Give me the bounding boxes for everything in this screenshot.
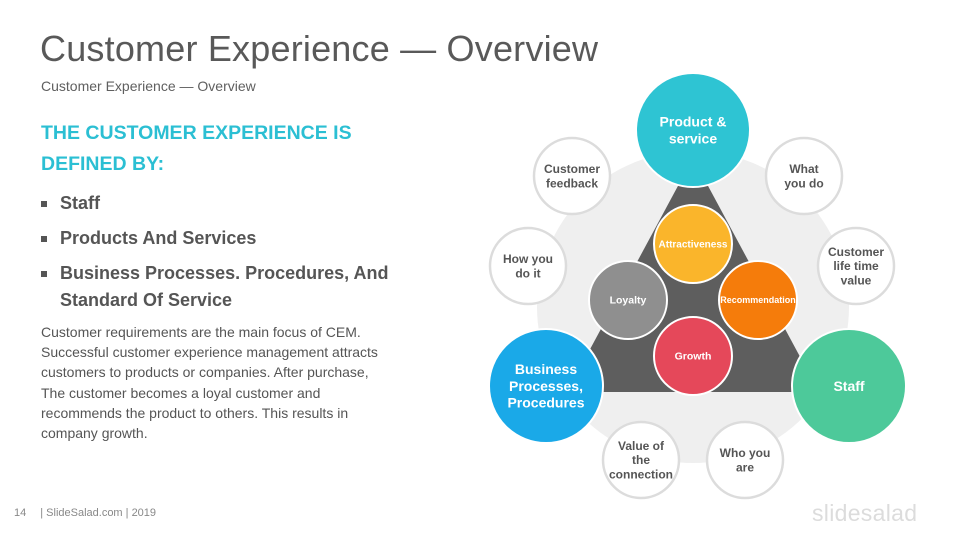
bullet-text: Staff [60,193,100,213]
slidesalad-logo: slidesalad [812,500,918,526]
inner-node-growth: Growth [653,316,733,396]
inner-node-label: Recommendation [720,295,796,305]
corner-node-label: Product &service [660,114,727,147]
inner-node-label: Attractiveness [659,240,728,251]
footer-text: | SlideSalad.com | 2019 [40,507,157,519]
corner-node-product-service: Product &service [635,72,751,188]
slide-subtitle: Customer Experience — Overview [41,78,256,94]
bullet-square-icon [41,201,47,207]
section-heading: THE CUSTOMER EXPERIENCE IS DEFINED BY: [41,122,352,175]
bullet-square-icon [41,271,47,277]
inner-node-recommendation: Recommendation [718,260,798,340]
bullet-text: Products And Services [60,228,257,248]
inner-node-loyalty: Loyalty [588,260,668,340]
bullet-item: Business Processes. Procedures, And Stan… [40,260,400,314]
page-number: 14 [14,507,27,519]
inner-node-attractiveness: Attractiveness [653,204,733,284]
bullet-square-icon [41,236,47,242]
bullet-list: Staff Products And Services Business Pro… [40,190,400,322]
bullet-item: Products And Services [40,225,400,252]
inner-node-label: Growth [675,351,712,363]
inner-node-label: Loyalty [610,295,647,307]
corner-node-staff: Staff [791,328,907,444]
bullet-item: Staff [40,190,400,217]
description-paragraph: Customer requirements are the main focus… [41,324,378,442]
bullet-text: Business Processes. Procedures, And Stan… [60,263,389,310]
slide-footer: 14 | SlideSalad.com | 2019 [14,507,156,519]
corner-node-label: Staff [833,378,864,394]
slide-title: Customer Experience — Overview [40,28,599,69]
